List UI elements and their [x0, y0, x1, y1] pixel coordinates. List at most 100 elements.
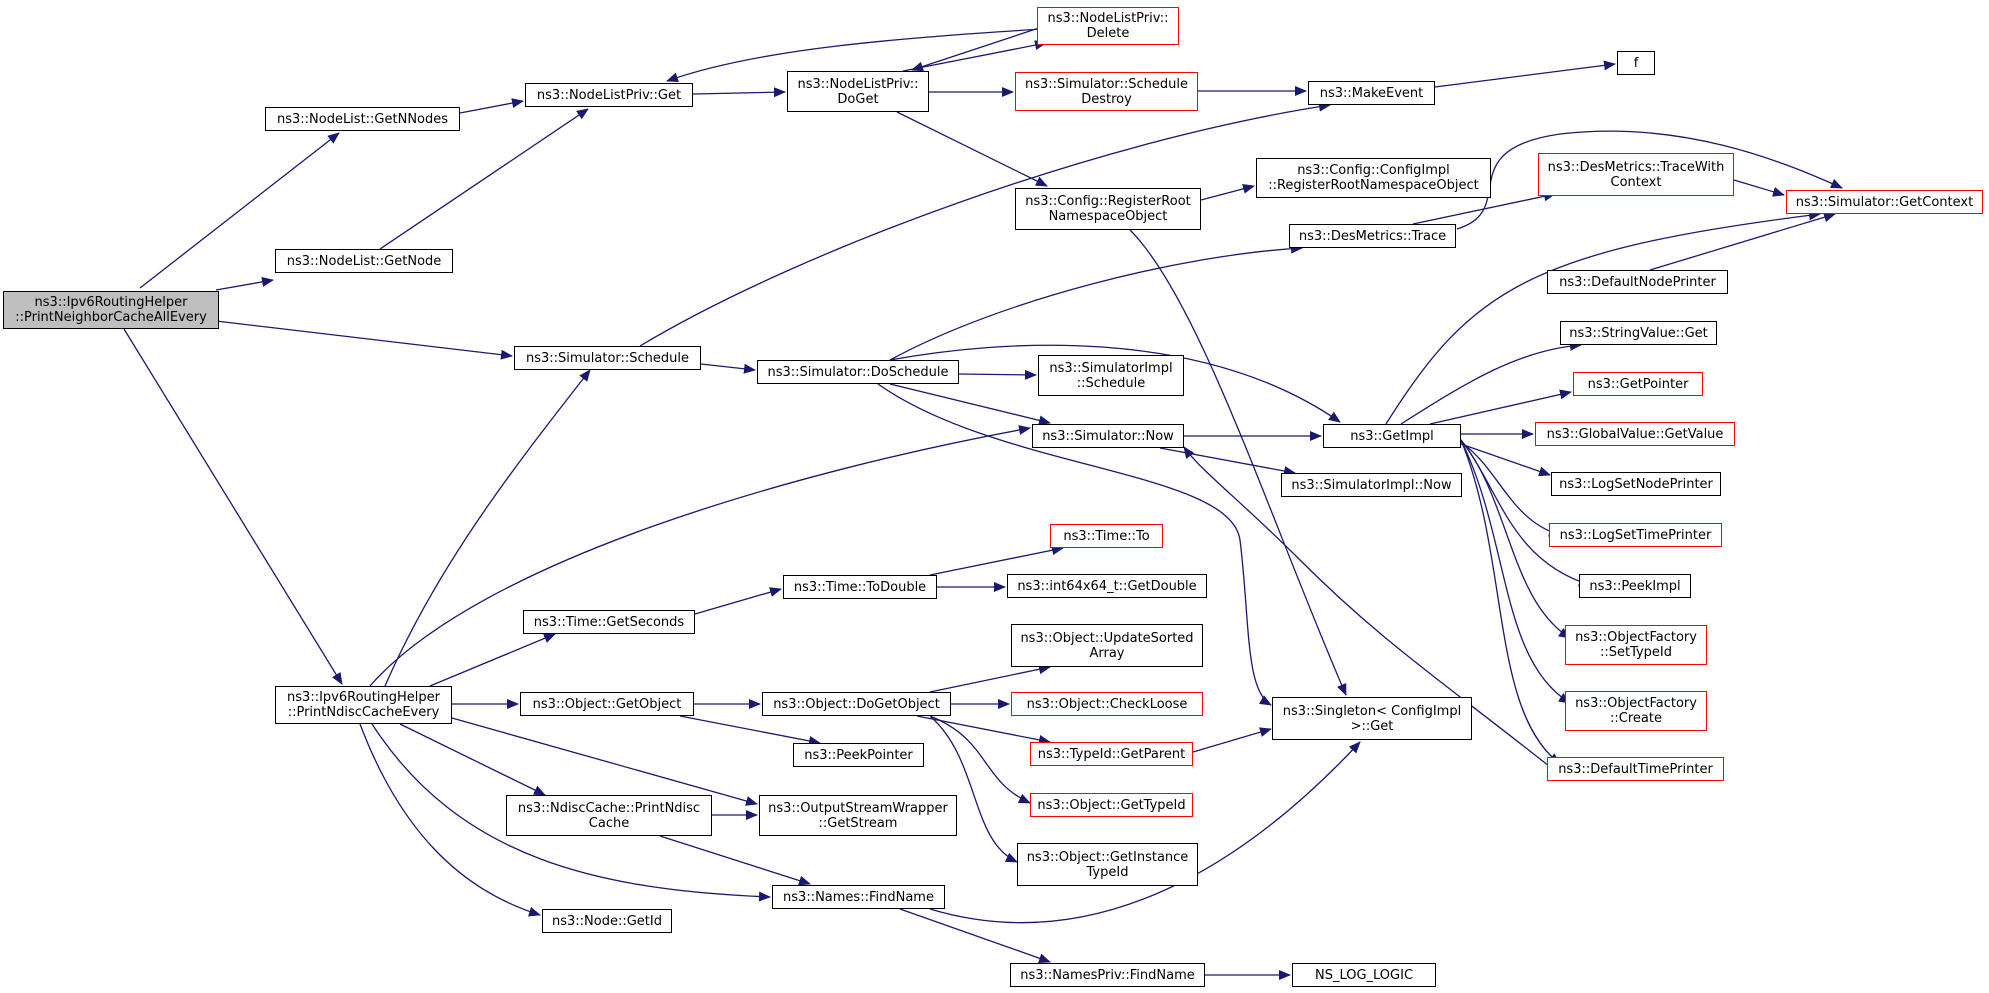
node-desm-tracewith[interactable]: ns3::DesMetrics::TraceWith Context	[1538, 153, 1734, 196]
node-ndisc-print[interactable]: ns3::NdiscCache::PrintNdisc Cache	[506, 795, 712, 836]
node-time-todouble[interactable]: ns3::Time::ToDouble	[783, 575, 937, 599]
node-getcontext[interactable]: ns3::Simulator::GetContext	[1786, 190, 1983, 214]
node-label: ns3::Time::ToDouble	[793, 579, 927, 595]
node-obj-updatesorted[interactable]: ns3::Object::UpdateSorted Array	[1011, 624, 1203, 667]
node-deftimeprinter[interactable]: ns3::DefaultTimePrinter	[1547, 757, 1724, 781]
edge-getimpl-to-getpointer	[1429, 389, 1572, 425]
node-label: ns3::Simulator::Schedule	[525, 350, 690, 366]
node-peekimpl[interactable]: ns3::PeekImpl	[1579, 574, 1691, 598]
node-label: ns3::NodeListPriv:: Delete	[1047, 11, 1169, 41]
node-node-getid[interactable]: ns3::Node::GetId	[542, 909, 672, 933]
edge-printndisc-to-time_getseconds	[429, 633, 556, 687]
node-logsettimeprinter[interactable]: ns3::LogSetTimePrinter	[1549, 523, 1722, 547]
edge-doschedule-to-getimpl	[889, 344, 1341, 423]
node-schedule[interactable]: ns3::Simulator::Schedule	[514, 346, 701, 370]
edge-nlp_get-to-nlp_doget	[692, 87, 786, 98]
edge-obj_getobject-to-peekpointer	[679, 715, 821, 746]
node-label: ns3::NodeList::GetNNodes	[276, 111, 449, 127]
node-cfg-register[interactable]: ns3::Config::RegisterRoot NamespaceObjec…	[1015, 188, 1201, 230]
node-typeid-getparent[interactable]: ns3::TypeId::GetParent	[1030, 742, 1193, 766]
edge-desm_trace-to-getcontext	[1456, 130, 1843, 230]
node-label: ns3::NodeListPriv:: DoGet	[797, 76, 919, 107]
node-label: ns3::Config::RegisterRoot NamespaceObjec…	[1025, 194, 1191, 224]
node-simimpl-schedule[interactable]: ns3::SimulatorImpl ::Schedule	[1038, 355, 1184, 396]
node-namespriv-findname[interactable]: ns3::NamesPriv::FindName	[1010, 963, 1205, 987]
edge-desm_tracewith-to-getcontext	[1733, 179, 1785, 197]
node-label: f	[1633, 55, 1639, 71]
node-obj-getobject[interactable]: ns3::Object::GetObject	[520, 692, 694, 716]
node-nlp-get[interactable]: ns3::NodeListPriv::Get	[525, 83, 693, 107]
edge-getimpl-to-deftimeprinter	[1460, 439, 1561, 765]
node-ns-log-logic[interactable]: NS_LOG_LOGIC	[1292, 963, 1436, 987]
edge-getimpl-to-of_create	[1460, 439, 1571, 704]
node-label: ns3::DesMetrics::Trace	[1298, 228, 1447, 244]
edge-nlp_delete-to-nlp_doget	[911, 25, 1046, 72]
edge-sim_now-to-simimpl_now	[1159, 447, 1296, 476]
node-f[interactable]: f	[1617, 51, 1655, 75]
edge-obj_dogetobject-to-typeid_getparent	[916, 715, 1051, 745]
node-label: ns3::Ipv6RoutingHelper ::PrintNdiscCache…	[287, 690, 440, 720]
node-defnodeprinter[interactable]: ns3::DefaultNodePrinter	[1547, 270, 1728, 294]
node-label: ns3::Object::GetInstance TypeId	[1026, 849, 1189, 880]
node-peekpointer[interactable]: ns3::PeekPointer	[793, 743, 924, 767]
node-getpointer[interactable]: ns3::GetPointer	[1573, 372, 1703, 396]
edge-time_todouble-to-time_to	[929, 545, 1064, 576]
node-nlp-doget[interactable]: ns3::NodeListPriv:: DoGet	[787, 71, 929, 112]
edge-obj_dogetobject-to-obj_getinstancetypeid	[929, 715, 1018, 863]
edge-root-to-getnnodes	[139, 132, 340, 289]
node-makeevent[interactable]: ns3::MakeEvent	[1308, 81, 1435, 105]
edge-time_getseconds-to-time_todouble	[694, 587, 782, 615]
node-stringvalue-get[interactable]: ns3::StringValue::Get	[1560, 321, 1717, 345]
edge-schedule-to-makeevent	[639, 101, 1331, 347]
node-label: ns3::Time::To	[1063, 528, 1150, 544]
node-label: ns3::LogSetNodePrinter	[1559, 476, 1713, 492]
node-obj-dogetobject[interactable]: ns3::Object::DoGetObject	[762, 692, 951, 716]
node-label: ns3::Ipv6RoutingHelper ::PrintNeighborCa…	[15, 295, 207, 325]
node-printndisc[interactable]: ns3::Ipv6RoutingHelper ::PrintNdiscCache…	[275, 686, 452, 724]
node-time-to[interactable]: ns3::Time::To	[1050, 524, 1163, 548]
node-getnnodes[interactable]: ns3::NodeList::GetNNodes	[265, 107, 460, 131]
node-label: ns3::Singleton< ConfigImpl >::Get	[1282, 703, 1462, 734]
node-cfgimpl-register[interactable]: ns3::Config::ConfigImpl ::RegisterRootNa…	[1256, 158, 1491, 198]
edge-obj_dogetobject-to-obj_updatesorted	[929, 664, 1051, 693]
node-label: ns3::PeekPointer	[804, 747, 913, 763]
node-obj-checkloose[interactable]: ns3::Object::CheckLoose	[1011, 692, 1203, 716]
node-label: ns3::Object::GetObject	[532, 696, 682, 712]
node-label: ns3::Time::GetSeconds	[533, 614, 685, 630]
node-of-settypeid[interactable]: ns3::ObjectFactory ::SetTypeId	[1565, 625, 1707, 665]
edge-getnnodes-to-nlp_get	[459, 98, 524, 114]
edge-obj_dogetobject-to-obj_gettypeid	[929, 715, 1031, 804]
node-label: ns3::SimulatorImpl::Now	[1291, 477, 1452, 493]
node-sched-destroy[interactable]: ns3::Simulator::Schedule Destroy	[1015, 72, 1198, 111]
node-getnode[interactable]: ns3::NodeList::GetNode	[275, 249, 453, 273]
node-obj-gettypeid[interactable]: ns3::Object::GetTypeId	[1030, 793, 1193, 817]
node-obj-getinstancetypeid[interactable]: ns3::Object::GetInstance TypeId	[1017, 843, 1198, 886]
node-osw-getstream[interactable]: ns3::OutputStreamWrapper ::GetStream	[759, 795, 957, 836]
node-label: ns3::Simulator::DoSchedule	[767, 364, 949, 380]
edge-getimpl-to-logsettimeprinter	[1460, 441, 1561, 537]
node-nlp-delete[interactable]: ns3::NodeListPriv:: Delete	[1037, 7, 1179, 45]
node-label: ns3::NodeListPriv::Get	[536, 87, 682, 103]
node-of-create[interactable]: ns3::ObjectFactory ::Create	[1565, 691, 1707, 731]
node-names-findname[interactable]: ns3::Names::FindName	[772, 885, 945, 909]
node-label: ns3::Config::ConfigImpl ::RegisterRootNa…	[1268, 163, 1479, 193]
node-label: ns3::NodeList::GetNode	[286, 253, 442, 269]
node-label: ns3::NamesPriv::FindName	[1020, 967, 1195, 983]
node-time-getseconds[interactable]: ns3::Time::GetSeconds	[523, 610, 695, 634]
node-root: ns3::Ipv6RoutingHelper ::PrintNeighborCa…	[3, 291, 219, 329]
node-logsetnodeprinter[interactable]: ns3::LogSetNodePrinter	[1551, 472, 1721, 496]
node-label: ns3::Names::FindName	[783, 889, 934, 905]
edge-schedule-to-doschedule	[700, 363, 756, 374]
edge-printndisc-to-names_findname	[371, 723, 771, 902]
node-int64-getdouble[interactable]: ns3::int64x64_t::GetDouble	[1007, 574, 1207, 598]
node-label: ns3::GetPointer	[1587, 376, 1689, 392]
node-sim-now[interactable]: ns3::Simulator::Now	[1032, 424, 1184, 448]
node-simimpl-now[interactable]: ns3::SimulatorImpl::Now	[1281, 473, 1462, 497]
node-getimpl[interactable]: ns3::GetImpl	[1323, 424, 1461, 448]
node-globalvalue-getvalue[interactable]: ns3::GlobalValue::GetValue	[1535, 422, 1735, 446]
node-label: ns3::Object::CheckLoose	[1026, 696, 1188, 712]
node-singleton-get[interactable]: ns3::Singleton< ConfigImpl >::Get	[1272, 697, 1472, 740]
node-desm-trace[interactable]: ns3::DesMetrics::Trace	[1289, 224, 1456, 248]
node-doschedule[interactable]: ns3::Simulator::DoSchedule	[757, 360, 959, 384]
edge-doschedule-to-simimpl_schedule	[958, 369, 1037, 380]
